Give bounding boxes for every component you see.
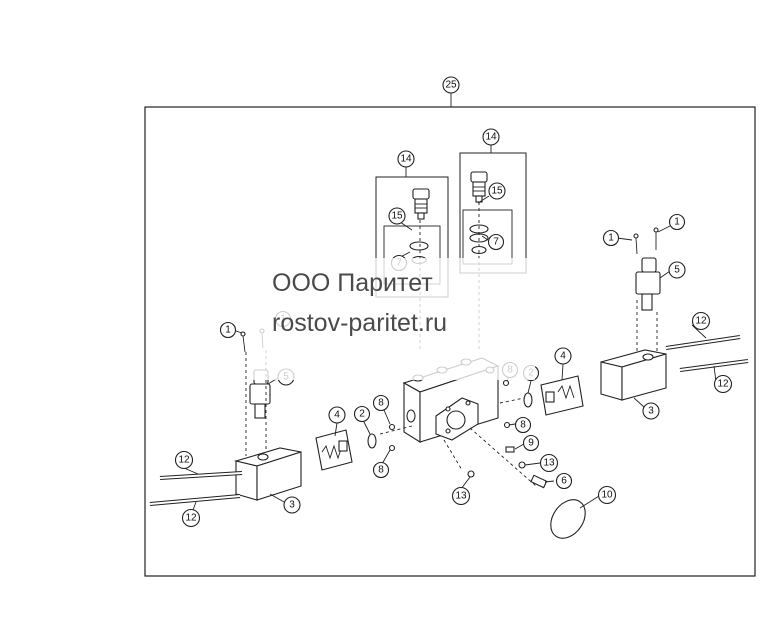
callout-7-right: 7 — [487, 233, 505, 251]
callout-10: 10 — [597, 485, 617, 505]
callout-12-upper-left: 12 — [174, 450, 194, 470]
callout-1-upper-right-a: 1 — [602, 229, 620, 247]
svg-text:4: 4 — [334, 410, 340, 421]
seal-ring-right — [523, 392, 533, 408]
watermark-company-name: ООО Паритет — [272, 269, 433, 297]
svg-text:1: 1 — [225, 325, 231, 336]
callout-15-right: 15 — [488, 182, 506, 200]
callout-1-left: 1 — [219, 321, 237, 339]
assembly-frame — [144, 106, 756, 577]
svg-text:8: 8 — [520, 420, 526, 431]
plug-8c — [502, 379, 510, 387]
tie-rods-right — [665, 335, 749, 372]
watermark-website: rostov-paritet.ru — [272, 309, 448, 337]
svg-text:4: 4 — [560, 351, 566, 362]
callout-8-a: 8 — [372, 394, 390, 412]
svg-text:12: 12 — [695, 316, 707, 327]
callout-3-right: 3 — [642, 402, 660, 420]
cartridge-kit-frame-right — [459, 152, 527, 274]
relief-valve-6 — [530, 474, 548, 489]
svg-text:15: 15 — [391, 211, 403, 222]
callout-9: 9 — [522, 434, 540, 452]
callout-13-bottom: 13 — [451, 486, 471, 506]
svg-text:3: 3 — [648, 406, 654, 417]
cartridge-valve-left — [412, 188, 430, 220]
callout-12-lower-left: 12 — [181, 508, 201, 528]
svg-text:13: 13 — [455, 491, 467, 502]
svg-text:15: 15 — [491, 186, 503, 197]
svg-text:3: 3 — [289, 500, 295, 511]
plug-8b — [388, 444, 396, 452]
plug-13a — [518, 461, 526, 469]
svg-text:9: 9 — [528, 438, 534, 449]
end-block-left — [233, 447, 302, 501]
callout-3-left: 3 — [283, 496, 301, 514]
screw-right — [633, 227, 659, 255]
callout-12-lower-right: 12 — [713, 374, 733, 394]
svg-text:12: 12 — [717, 379, 729, 390]
svg-text:8: 8 — [378, 465, 384, 476]
svg-text:12: 12 — [185, 513, 197, 524]
svg-text:1: 1 — [674, 217, 680, 228]
cartridge-valve-right — [470, 171, 488, 203]
spring-kit-right — [540, 375, 584, 416]
svg-text:1: 1 — [608, 233, 614, 244]
svg-text:14: 14 — [400, 154, 412, 165]
callout-1-upper-right-b: 1 — [668, 213, 686, 231]
callout-8-b: 8 — [372, 461, 390, 479]
svg-text:10: 10 — [601, 490, 613, 501]
svg-text:13: 13 — [543, 458, 555, 469]
svg-text:7: 7 — [493, 237, 499, 248]
callout-15-left: 15 — [388, 207, 406, 225]
svg-text:2: 2 — [359, 409, 365, 420]
svg-text:5: 5 — [674, 265, 680, 276]
svg-text:8: 8 — [378, 398, 384, 409]
callout-6: 6 — [555, 472, 573, 490]
callout-25: 25 — [442, 76, 460, 94]
callout-4-left: 4 — [328, 406, 346, 424]
seal-ring-left — [367, 433, 377, 449]
callout-5-right: 5 — [668, 261, 686, 279]
callout-14-left: 14 — [397, 150, 415, 168]
svg-text:14: 14 — [485, 132, 497, 143]
callout-14-right: 14 — [482, 128, 500, 146]
svg-text:6: 6 — [561, 476, 567, 487]
callout-2-left: 2 — [353, 405, 371, 423]
callout-12-upper-right: 12 — [691, 311, 711, 331]
spring-kit-left — [315, 429, 353, 471]
end-block-right — [600, 349, 667, 401]
gasket-10 — [550, 499, 586, 539]
tie-rods-left — [149, 471, 243, 506]
callout-8-d: 8 — [514, 416, 532, 434]
callout-13-right: 13 — [539, 453, 559, 473]
callout-4-right: 4 — [554, 347, 572, 365]
fitting-9 — [505, 446, 515, 453]
plug-8a — [388, 423, 396, 431]
svg-text:12: 12 — [178, 455, 190, 466]
watermark-backdrop — [250, 258, 535, 380]
svg-text:25: 25 — [445, 80, 457, 91]
plug-8d — [503, 421, 511, 429]
plug-13b — [467, 470, 475, 478]
solenoid-valve-right — [635, 257, 661, 311]
